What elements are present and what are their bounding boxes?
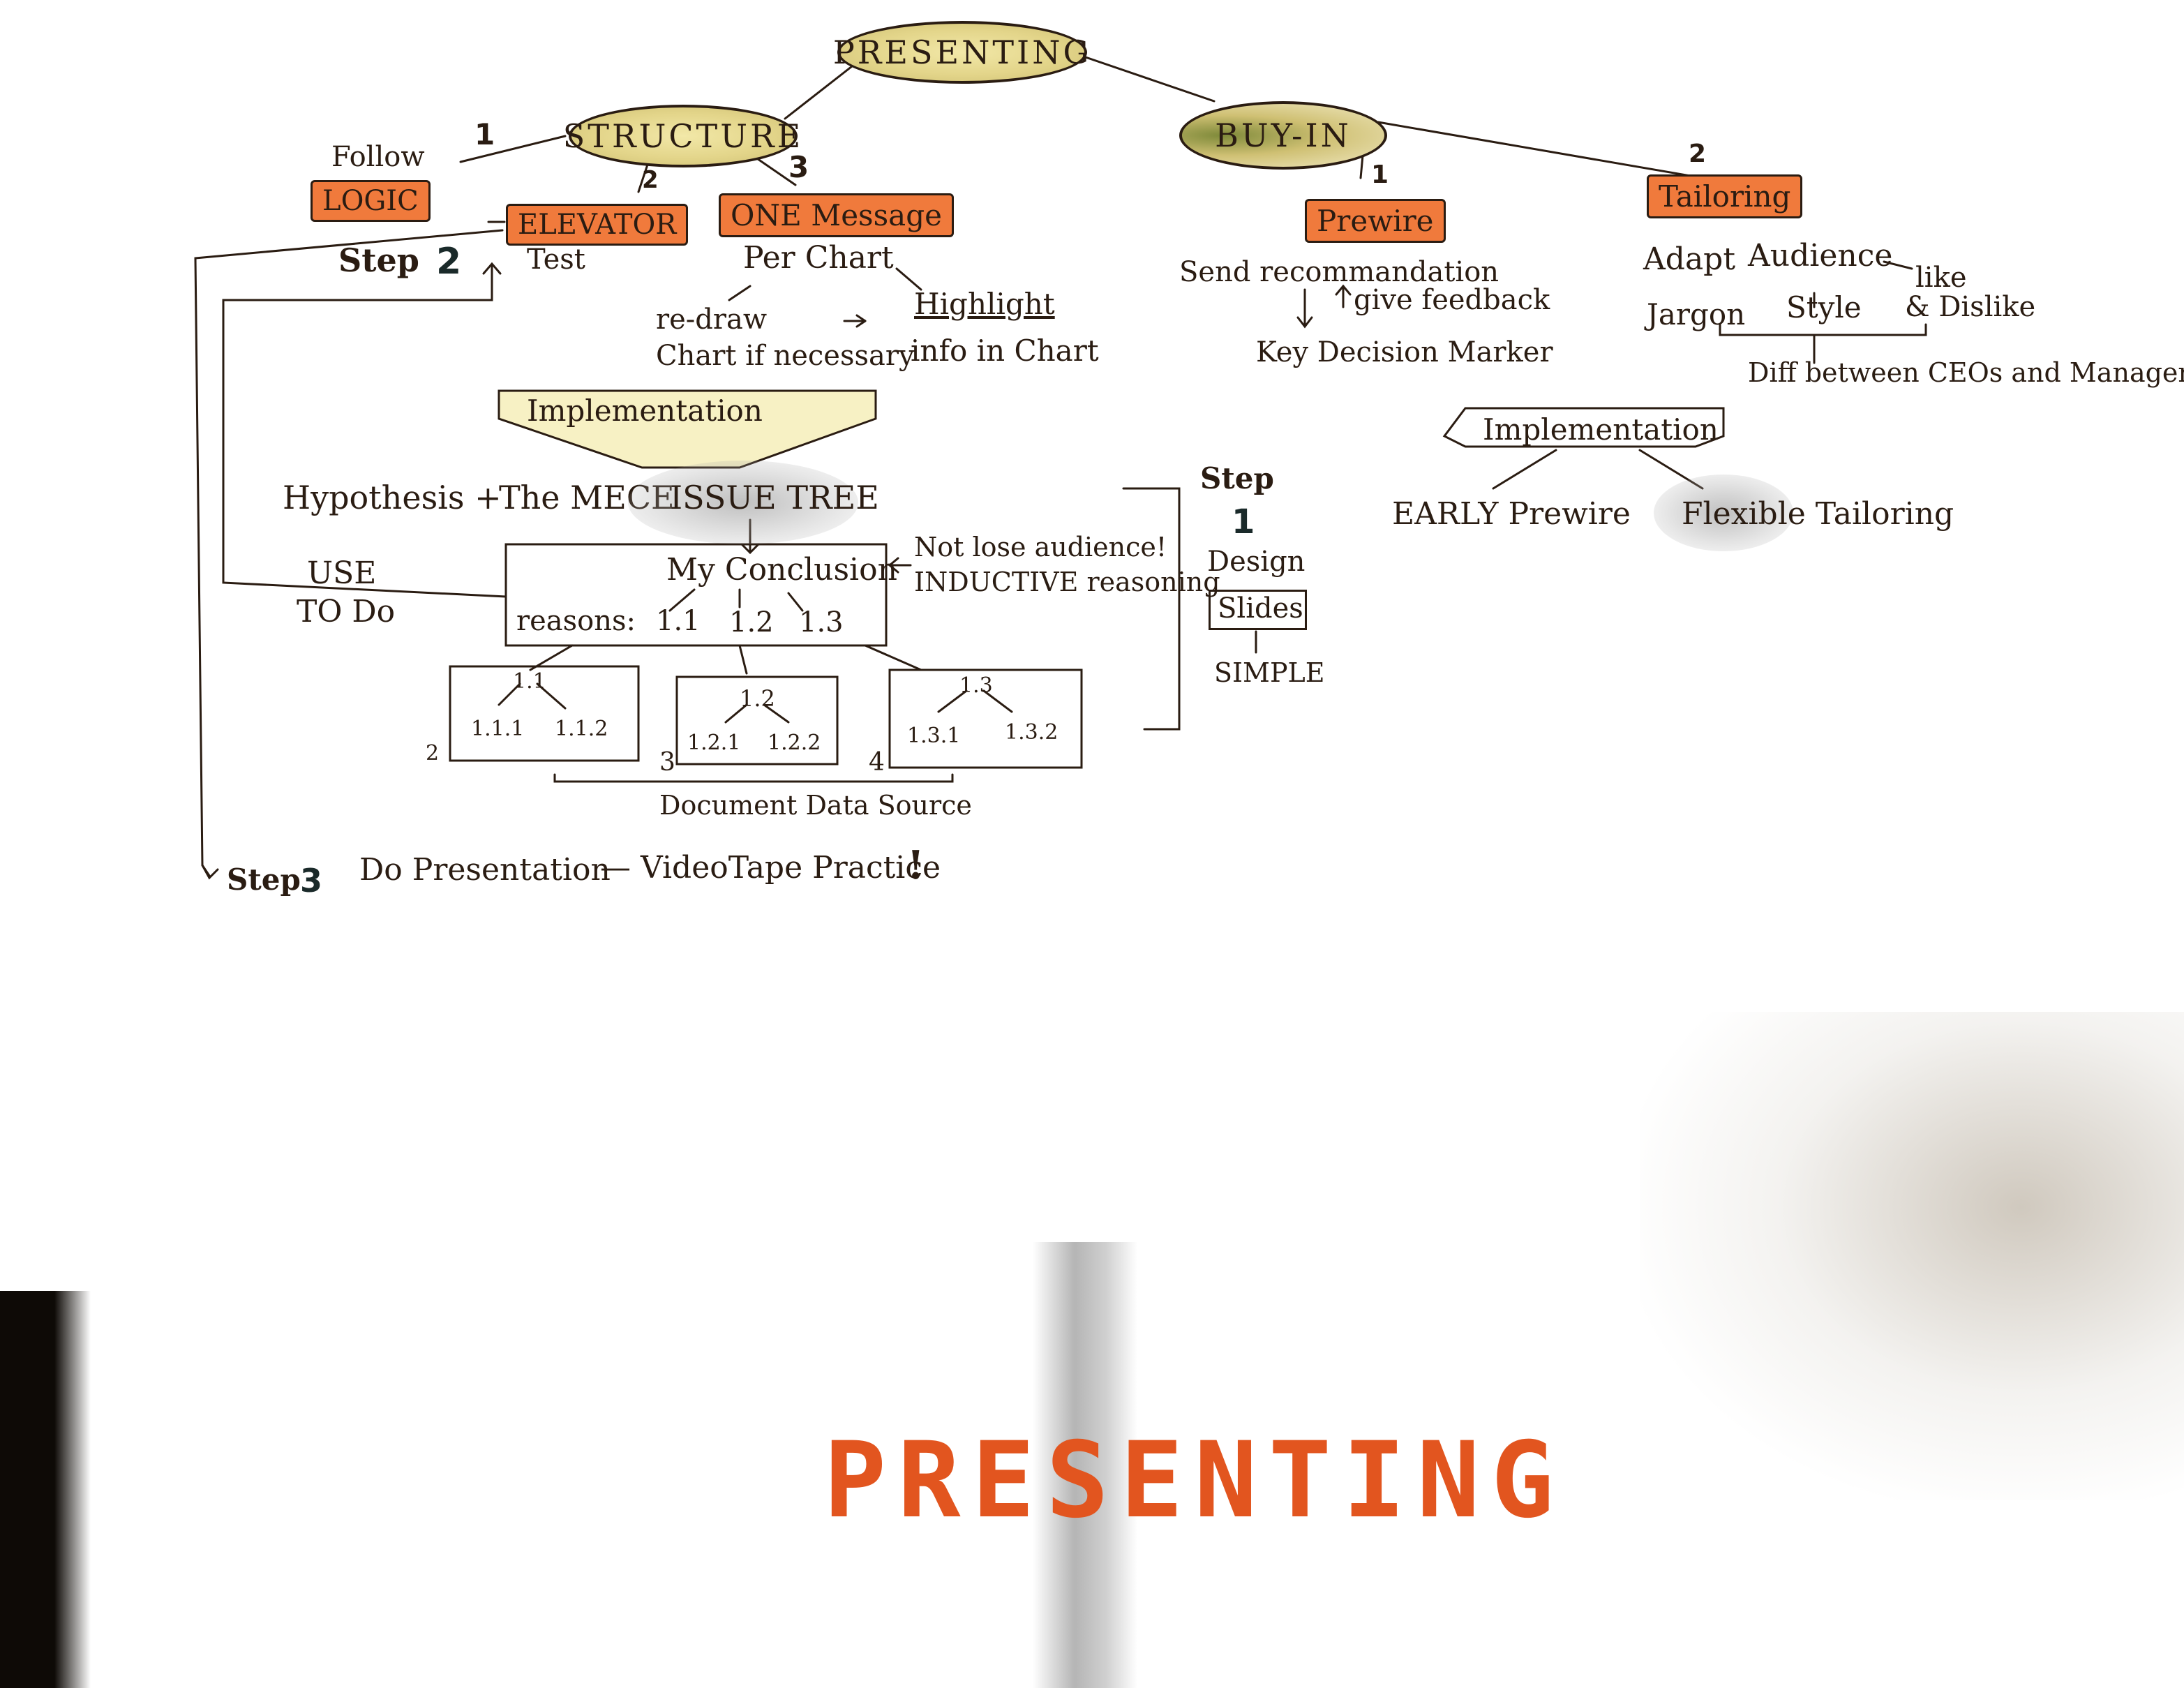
sub-2-top: 1.2 (740, 685, 775, 712)
adapt-label: Adapt (1643, 241, 1736, 277)
sub-1-a: 1.1.1 (471, 717, 525, 741)
chart-if-label: Chart if necessary (656, 340, 915, 372)
sub-2-b: 1.2.2 (768, 731, 821, 755)
sub-2-mark: 3 (659, 748, 675, 777)
tailoring-highlight: Tailoring (1647, 174, 1803, 218)
issue-tree-label: ISSUE TREE (670, 479, 879, 516)
sub-1-mark: 2 (426, 741, 440, 765)
elevator-highlight: ELEVATOR (506, 204, 689, 246)
sub-1-top: 1.1 (513, 669, 546, 694)
use-label: USE (307, 555, 377, 591)
not-lose-label: Not lose audience! (914, 532, 1167, 562)
step2-number: 2 (436, 241, 462, 283)
design-label: Design (1207, 546, 1306, 578)
diff-label: Diff between CEOs and Managers (1748, 357, 2184, 388)
style-label: Style (1786, 290, 1862, 324)
videotape-label: — VideoTape Practice (600, 850, 941, 886)
reason-1-2: 1.2 (729, 606, 774, 638)
info-in-chart-label: info in Chart (911, 334, 1099, 368)
buyin-label: BUY-IN (1215, 117, 1352, 154)
sub-3-a: 1.3.1 (907, 724, 961, 748)
step1-label: Step (1200, 461, 1274, 495)
sub-2-a: 1.2.1 (687, 731, 741, 755)
early-prewire-label: EARLY Prewire (1392, 496, 1631, 532)
like-label: like (1915, 262, 1967, 294)
to-do-label: TO Do (297, 594, 396, 629)
tailoring-label: Tailoring (1659, 179, 1791, 214)
implementation-left-label: Implementation (527, 394, 763, 428)
root-label: PRESENTING (832, 33, 1092, 71)
root-node: PRESENTING (833, 21, 1089, 84)
footer-title: PRESENTING (823, 1420, 1566, 1541)
one-message-label: ONE Message (731, 198, 942, 232)
structure-num-2: 2 (642, 166, 659, 194)
structure-num-1: 1 (474, 117, 495, 151)
scan-edge-left (0, 1291, 91, 1688)
reason-1-3: 1.3 (799, 606, 844, 638)
flexible-smudge (1654, 475, 1793, 551)
elevator-label: ELEVATOR (518, 209, 677, 241)
dislike-label: & Dislike (1905, 291, 2036, 323)
inductive-label: INDUCTIVE reasoning (914, 567, 1220, 597)
do-presentation-label: Do Presentation (359, 852, 611, 888)
send-label: Send recommandation (1179, 256, 1499, 288)
highlight-label: Highlight (914, 287, 1055, 321)
step3-number: 3 (300, 862, 323, 899)
structure-num-3: 3 (788, 150, 809, 184)
my-conclusion-label: My Conclusion (666, 552, 897, 588)
key-decision-label: Key Decision Marker (1256, 336, 1553, 368)
scan-fold-shadow (1033, 1242, 1137, 1688)
prewire-highlight: Prewire (1305, 199, 1446, 243)
sub-1-b: 1.1.2 (555, 717, 608, 741)
hypothesis-label: Hypothesis + (283, 479, 502, 516)
follow-label: Follow (331, 141, 425, 173)
one-message-highlight: ONE Message (719, 193, 954, 237)
jargon-label: Jargon (1647, 297, 1746, 331)
step1-number: 1 (1232, 502, 1255, 541)
buyin-num-1: 1 (1371, 160, 1389, 189)
document-label: Document Data Source (659, 790, 972, 821)
logic-label: LOGIC (322, 185, 419, 217)
logic-highlight: LOGIC (311, 180, 431, 222)
step2-label: Step (338, 241, 419, 279)
prewire-label: Prewire (1317, 204, 1434, 238)
per-chart-label: Per Chart (743, 240, 894, 276)
structure-node: STRUCTURE (563, 105, 800, 167)
flexible-label: Flexible Tailoring (1682, 496, 1954, 532)
buyin-node: BUY-IN (1179, 101, 1387, 170)
step3-label: Step (227, 862, 301, 897)
test-label: Test (527, 244, 585, 276)
structure-label: STRUCTURE (562, 117, 804, 155)
reasons-label: reasons: (516, 605, 636, 637)
sub-3-top: 1.3 (959, 673, 993, 698)
sub-3-b: 1.3.2 (1005, 720, 1059, 745)
redraw-label: re-draw (656, 304, 768, 336)
scan-speckle (1640, 1012, 2184, 1500)
reason-1-1: 1.1 (656, 605, 701, 637)
slides-box (1209, 590, 1307, 630)
implementation-right-label: Implementation (1483, 412, 1719, 447)
exclaim-label: ! (907, 842, 925, 888)
audience-label: Audience (1748, 238, 1893, 274)
buyin-num-2: 2 (1689, 140, 1707, 168)
simple-label: SIMPLE (1214, 657, 1325, 688)
slides-label: Slides (1218, 592, 1303, 625)
sub-3-mark: 4 (869, 748, 885, 777)
give-feedback-label: give feedback (1354, 284, 1550, 316)
issue-tree-smudge (628, 461, 858, 544)
